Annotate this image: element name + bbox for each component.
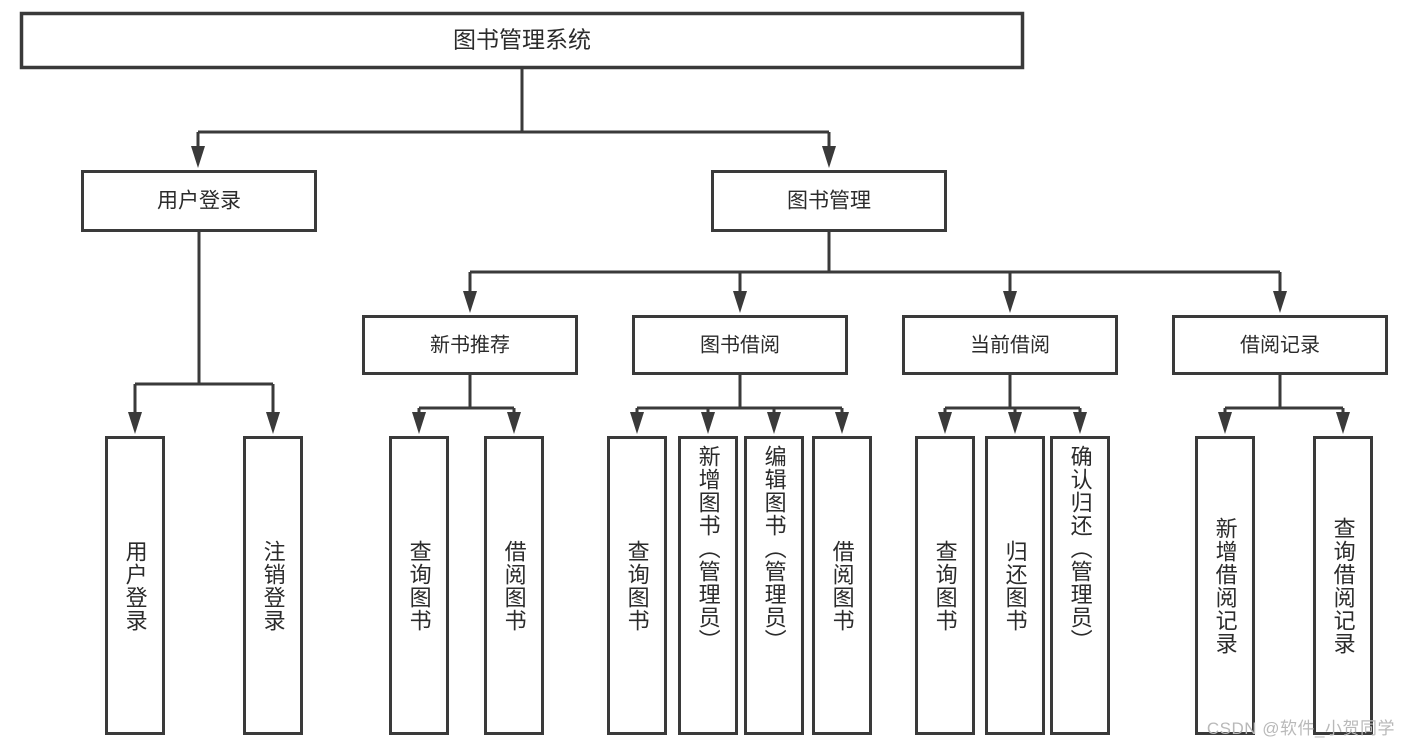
arrow-head-icon [1008, 412, 1022, 434]
arrow-head-icon [128, 412, 142, 434]
node-book-borrow-label: 图书借阅 [700, 333, 780, 356]
leaf-leaf-return-book[interactable]: 归还图书 [985, 436, 1045, 735]
connector-bus-new-book [412, 375, 521, 434]
leaf-leaf-borrow-book-1[interactable]: 借阅图书 [484, 436, 544, 735]
arrow-head-icon [1218, 412, 1232, 434]
connector-bus-root [191, 69, 836, 168]
leaf-leaf-edit-book-label: 编辑图书（管理员） [761, 445, 787, 652]
arrow-head-icon [767, 412, 781, 434]
leaf-leaf-logout-label: 注销登录 [260, 539, 286, 632]
arrow-head-icon [835, 412, 849, 434]
leaf-leaf-edit-book[interactable]: 编辑图书（管理员） [744, 436, 804, 735]
leaf-leaf-borrow-book-2[interactable]: 借阅图书 [812, 436, 872, 735]
leaf-leaf-query-book-2[interactable]: 查询图书 [607, 436, 667, 735]
node-current-borrow-label: 当前借阅 [970, 333, 1050, 356]
leaf-leaf-user-login-label: 用户登录 [122, 539, 148, 632]
node-borrow-record-label: 借阅记录 [1240, 333, 1320, 356]
leaf-leaf-user-login[interactable]: 用户登录 [105, 436, 165, 735]
node-new-book-recommend[interactable]: 新书推荐 [362, 315, 578, 375]
node-book-borrow-rect [632, 315, 848, 375]
node-book-manage[interactable]: 图书管理 [711, 170, 947, 232]
leaf-leaf-borrow-book-1-label: 借阅图书 [501, 539, 527, 632]
connectors-layer [128, 69, 1350, 434]
arrow-head-icon [733, 291, 747, 313]
arrow-head-icon [507, 412, 521, 434]
node-book-manage-label: 图书管理 [787, 190, 871, 213]
node-new-book-recommend-label: 新书推荐 [430, 333, 510, 356]
leaf-leaf-query-book-3-label: 查询图书 [932, 539, 958, 632]
leaf-leaf-borrow-book-2-label: 借阅图书 [829, 539, 855, 632]
leaf-leaf-logout[interactable]: 注销登录 [243, 436, 303, 735]
leaf-leaf-query-book-1-label: 查询图书 [406, 539, 432, 632]
node-root-label: 图书管理系统 [453, 27, 591, 53]
leaf-leaf-query-book-2-label: 查询图书 [624, 539, 650, 632]
arrow-head-icon [191, 146, 205, 168]
leaf-leaf-add-book-label: 新增图书（管理员） [695, 445, 721, 652]
arrow-head-icon [1273, 291, 1287, 313]
node-new-book-recommend-rect [362, 315, 578, 375]
arrow-head-icon [701, 412, 715, 434]
node-book-manage-rect [711, 170, 947, 232]
node-root[interactable]: 图书管理系统 [19, 11, 1025, 70]
arrow-head-icon [266, 412, 280, 434]
leaf-leaf-query-book-3[interactable]: 查询图书 [915, 436, 975, 735]
arrow-head-icon [1003, 291, 1017, 313]
node-book-borrow[interactable]: 图书借阅 [632, 315, 848, 375]
arrow-head-icon [412, 412, 426, 434]
arrow-head-icon [1073, 412, 1087, 434]
node-user-login-label: 用户登录 [157, 190, 241, 213]
leaf-leaf-query-record[interactable]: 查询借阅记录 [1313, 436, 1373, 735]
leaf-leaf-add-record[interactable]: 新增借阅记录 [1195, 436, 1255, 735]
node-user-login[interactable]: 用户登录 [81, 170, 317, 232]
arrow-head-icon [630, 412, 644, 434]
arrow-head-icon [1336, 412, 1350, 434]
leaf-leaf-add-book[interactable]: 新增图书（管理员） [678, 436, 738, 735]
node-current-borrow-rect [902, 315, 1118, 375]
node-user-login-rect [81, 170, 317, 232]
leaf-leaf-add-record-label: 新增借阅记录 [1212, 516, 1238, 655]
node-borrow-record[interactable]: 借阅记录 [1172, 315, 1388, 375]
connector-bus-book-manage [463, 232, 1287, 313]
node-root-rect [19, 11, 1025, 70]
connector-bus-current-borrow [938, 375, 1087, 434]
arrow-head-icon [463, 291, 477, 313]
leaf-leaf-confirm-return[interactable]: 确认归还（管理员） [1050, 436, 1110, 735]
node-borrow-record-rect [1172, 315, 1388, 375]
connector-bus-book-borrow [630, 375, 849, 434]
connector-bus-user-login [128, 232, 280, 434]
leaf-leaf-query-book-1[interactable]: 查询图书 [389, 436, 449, 735]
leaf-leaf-query-record-label: 查询借阅记录 [1330, 516, 1356, 655]
leaf-leaf-confirm-return-label: 确认归还（管理员） [1067, 445, 1093, 652]
node-current-borrow[interactable]: 当前借阅 [902, 315, 1118, 375]
arrow-head-icon [938, 412, 952, 434]
arrow-head-icon [822, 146, 836, 168]
leaf-leaf-return-book-label: 归还图书 [1002, 539, 1028, 632]
connector-bus-borrow-record [1218, 375, 1350, 434]
